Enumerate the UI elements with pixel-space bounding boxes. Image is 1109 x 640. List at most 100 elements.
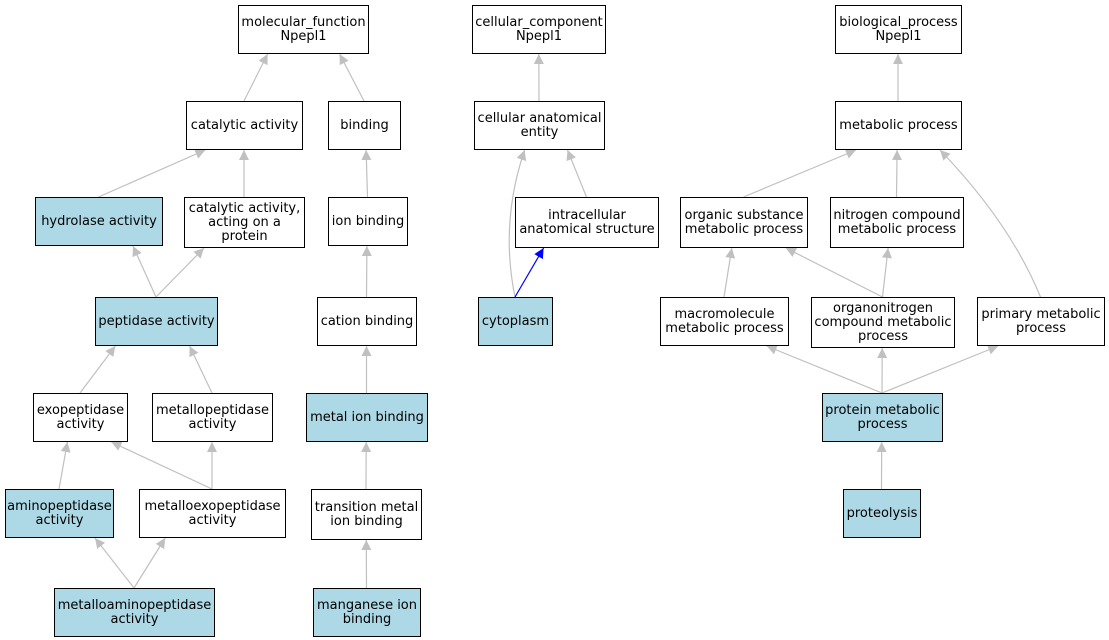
node-box — [977, 297, 1105, 346]
node-box — [186, 101, 303, 150]
node-label: exopeptidase — [37, 403, 124, 418]
node-label: anatomical structure — [519, 222, 654, 237]
node-label: metabolic process — [665, 321, 784, 336]
node-box — [472, 5, 606, 54]
node-box — [139, 489, 286, 538]
node-box — [830, 197, 964, 248]
node-cation-binding[interactable]: cation binding — [317, 297, 417, 346]
edge-organic-substance-metabolic-process-to-metabolic-process — [743, 149, 857, 198]
edge-metalloaminopeptidase-activity-to-aminopeptidase-activity — [94, 537, 135, 589]
node-label: molecular_function — [241, 15, 365, 30]
node-box — [313, 588, 421, 637]
edge-metallopeptidase-activity-to-peptidase-activity — [189, 345, 213, 394]
node-label: manganese ion — [317, 598, 417, 613]
node-label: acting on a — [208, 215, 281, 230]
node-box — [54, 588, 215, 637]
node-label: protein — [221, 229, 267, 244]
edge-primary-metabolic-process-to-metabolic-process — [939, 149, 1042, 298]
node-label: organic substance — [685, 208, 804, 223]
node-box — [478, 297, 553, 346]
edge-catalytic-activity-to-mf-root — [243, 53, 269, 102]
node-box — [835, 101, 962, 150]
node-box — [311, 489, 422, 540]
node-label: intracellular — [548, 208, 626, 223]
edge-exopeptidase-activity-to-peptidase-activity — [79, 345, 116, 394]
node-box — [822, 393, 943, 442]
node-label: activity — [189, 513, 237, 528]
edge-cytoplasm-to-intracellular-anatomical-structure — [514, 247, 545, 298]
node-label: process — [858, 417, 908, 432]
node-metabolic-process[interactable]: metabolic process — [835, 101, 962, 150]
edge-protein-metabolic-process-to-macromolecule-metabolic-process — [766, 345, 883, 394]
node-box — [95, 297, 218, 346]
node-ion-binding[interactable]: ion binding — [328, 197, 408, 246]
node-box — [811, 297, 955, 348]
node-catalytic-activity[interactable]: catalytic activity — [186, 101, 303, 150]
node-peptidase-activity[interactable]: peptidase activity — [95, 297, 218, 346]
node-box — [317, 297, 417, 346]
node-label: activity — [36, 513, 84, 528]
node-label: nitrogen compound — [833, 208, 960, 223]
edge-hydrolase-activity-to-catalytic-activity — [98, 149, 206, 198]
node-metal-ion-binding[interactable]: metal ion binding — [306, 393, 428, 442]
node-label: biological_process — [839, 15, 958, 30]
node-box — [238, 5, 369, 54]
node-label: ion binding — [330, 514, 402, 529]
node-label: activity — [57, 417, 105, 432]
node-label: binding — [343, 612, 391, 627]
edge-cytoplasm-to-cellular-anatomical-entity — [508, 149, 527, 298]
node-binding[interactable]: binding — [328, 101, 401, 150]
node-label: metabolic process — [839, 118, 958, 133]
node-label: hydrolase activity — [41, 214, 157, 229]
node-label: metabolic process — [838, 222, 957, 237]
node-box — [680, 197, 808, 248]
edge-peptidase-activity-to-hydrolase-activity — [132, 245, 157, 298]
node-label: catalytic activity, — [189, 201, 301, 216]
node-label: metalloexopeptidase — [144, 499, 280, 514]
node-label: process — [1016, 321, 1066, 336]
edge-binding-to-mf-root — [339, 53, 365, 102]
node-proteolysis[interactable]: proteolysis — [843, 489, 921, 538]
node-label: Npepl1 — [875, 29, 921, 44]
node-label: cytoplasm — [482, 314, 549, 329]
node-label: entity — [521, 125, 559, 140]
node-label: organonitrogen — [833, 301, 933, 316]
node-label: binding — [340, 118, 388, 133]
node-cytoplasm[interactable]: cytoplasm — [478, 297, 553, 346]
edge-aminopeptidase-activity-to-exopeptidase-activity — [58, 441, 71, 490]
node-label: ion binding — [332, 214, 404, 229]
node-label: metal ion binding — [310, 410, 424, 425]
node-label: process — [858, 329, 908, 344]
edge-nitrogen-compound-metabolic-process-to-metabolic-process — [891, 149, 902, 198]
node-box — [33, 393, 128, 442]
edge-macromolecule-metabolic-process-to-organic-substance-metabolic-process — [723, 247, 736, 298]
node-label: transition metal — [315, 500, 418, 515]
edge-layer — [58, 53, 1042, 589]
node-hydrolase-activity[interactable]: hydrolase activity — [35, 197, 163, 246]
edge-ion-binding-to-binding — [361, 149, 372, 198]
node-label: Npepl1 — [516, 29, 562, 44]
node-box — [152, 393, 273, 442]
node-label: cellular anatomical — [478, 111, 602, 126]
